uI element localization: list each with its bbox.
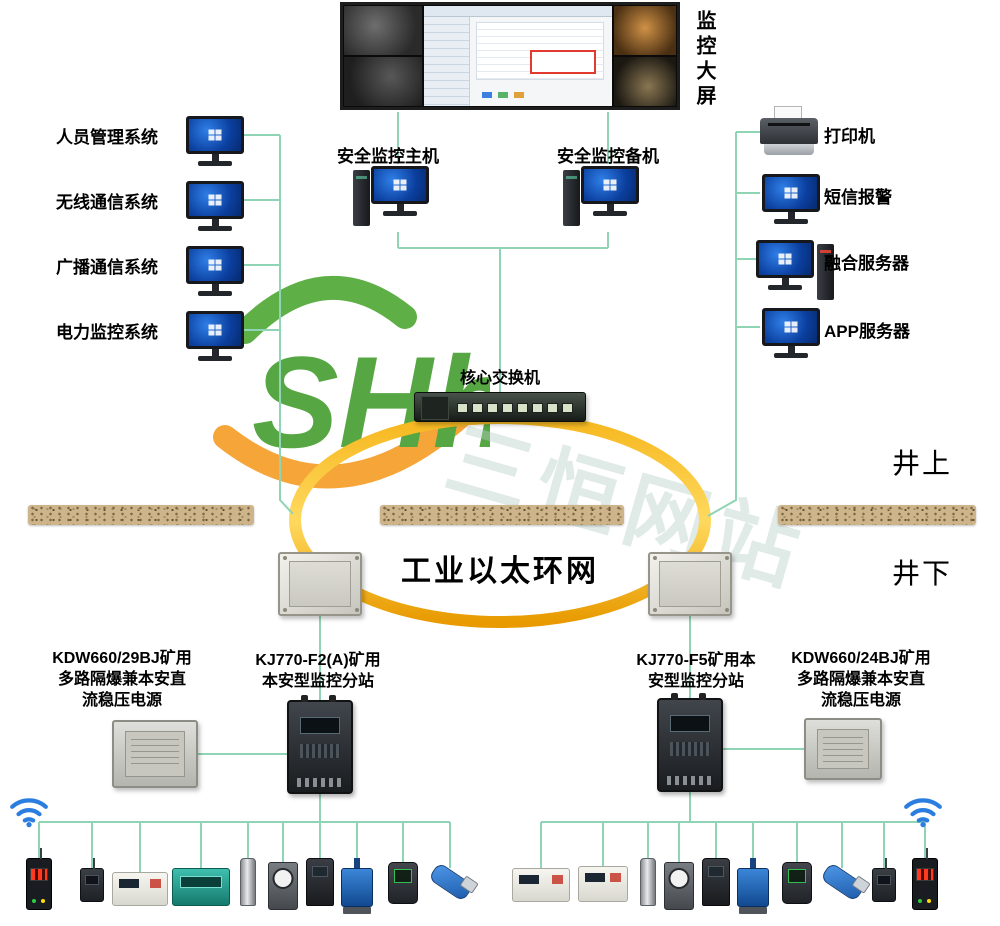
surface-zone-label: 井上 xyxy=(892,449,953,480)
power-supply-icon xyxy=(804,718,882,780)
host-computer-icon xyxy=(563,166,641,230)
right-device-label: 融合服务器 xyxy=(824,254,909,273)
white-display-instrument-icon xyxy=(578,866,628,902)
explosion-proof-junction-box-icon xyxy=(278,552,362,616)
core-switch-icon xyxy=(414,392,586,422)
monitor-icon xyxy=(762,308,820,358)
monitor-icon xyxy=(186,311,244,361)
monitor-icon xyxy=(186,246,244,296)
camera-feed-icon xyxy=(344,57,422,106)
server-computer-icon xyxy=(756,240,834,304)
ground-strip xyxy=(778,505,976,525)
left-system-label: 电力监控系统 xyxy=(56,323,158,342)
power-supply-label: KDW660/29BJ矿用 多路隔爆兼本安直 流稳压电源 xyxy=(52,650,192,709)
wireless-sensor-icon xyxy=(872,858,896,902)
wireless-sensor-icon xyxy=(80,858,104,902)
monitor-icon xyxy=(371,166,429,216)
ground-strip xyxy=(380,505,624,525)
app-highlight-box xyxy=(530,50,596,74)
monitor-icon xyxy=(581,166,639,216)
blue-valve-actuator-icon xyxy=(736,858,770,914)
video-wall-right-column xyxy=(613,5,677,107)
power-supply-label: KDW660/24BJ矿用 多路隔爆兼本安直 流稳压电源 xyxy=(791,650,931,709)
dark-sensor-icon xyxy=(702,858,730,906)
substation-label: KJ770-F2(A)矿用 本安型监控分站 xyxy=(255,652,381,690)
video-wall xyxy=(340,2,680,110)
monitor-icon xyxy=(186,181,244,231)
dark-sensor-icon xyxy=(306,858,334,906)
substation-label: KJ770-F5矿用本 安型监控分站 xyxy=(636,652,756,690)
tower-icon xyxy=(817,244,834,300)
right-device-label: 短信报警 xyxy=(824,188,892,207)
monitor-icon xyxy=(756,240,814,290)
cylinder-sensor-icon xyxy=(640,858,656,906)
camera-feed-icon xyxy=(344,6,422,55)
white-instrument-icon xyxy=(512,868,570,902)
ground-strip xyxy=(28,505,254,525)
app-header-bar xyxy=(424,6,612,17)
app-sidebar xyxy=(424,17,470,106)
switch-ports xyxy=(457,400,575,416)
host-label: 安全监控备机 xyxy=(557,147,659,166)
tower-icon xyxy=(353,170,370,226)
tower-icon xyxy=(563,170,580,226)
app-buttons xyxy=(482,92,492,98)
underground-zone-label: 井下 xyxy=(892,559,953,590)
monitoring-substation-icon xyxy=(287,695,353,794)
teal-instrument-icon xyxy=(172,868,230,906)
monitoring-app-window xyxy=(424,6,612,106)
right-device-label: APP服务器 xyxy=(824,322,910,341)
video-wall-left-column xyxy=(343,5,423,107)
left-system-label: 人员管理系统 xyxy=(56,128,158,147)
printer-icon xyxy=(760,106,818,160)
gauge-sensor-icon xyxy=(268,862,298,910)
right-device-label: 打印机 xyxy=(824,127,875,146)
white-instrument-icon xyxy=(112,872,168,906)
handheld-reader-icon xyxy=(388,862,418,904)
monitoring-substation-icon xyxy=(657,693,723,792)
handheld-reader-icon xyxy=(782,862,812,904)
host-label: 安全监控主机 xyxy=(337,147,439,166)
cylinder-sensor-icon xyxy=(240,858,256,906)
power-supply-icon xyxy=(112,720,198,788)
explosion-proof-junction-box-icon xyxy=(648,552,732,616)
blue-valve-actuator-icon xyxy=(340,858,374,914)
led-display-meter-icon xyxy=(26,848,52,910)
camera-feed-icon xyxy=(614,57,676,106)
core-switch-label: 核心交换机 xyxy=(459,370,540,387)
video-wall-label: 监控大屏 xyxy=(693,10,715,110)
gauge-sensor-icon xyxy=(664,862,694,910)
ethernet-ring-label: 工业以太环网 xyxy=(401,555,599,588)
left-system-label: 广播通信系统 xyxy=(56,258,158,277)
monitor-icon xyxy=(762,174,820,224)
left-system-label: 无线通信系统 xyxy=(56,193,158,212)
monitor-icon xyxy=(186,116,244,166)
wifi-icon xyxy=(904,798,942,828)
led-display-meter-icon xyxy=(912,848,938,910)
camera-feed-icon xyxy=(614,6,676,55)
wifi-icon xyxy=(10,798,48,828)
host-computer-icon xyxy=(353,166,431,230)
